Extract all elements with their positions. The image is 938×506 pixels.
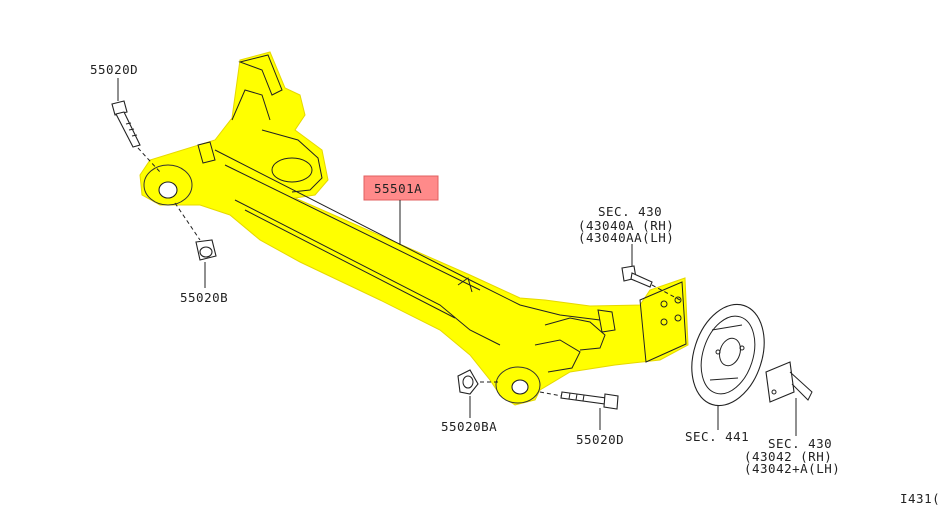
label-bolt-bottom: 55020D [576, 432, 624, 447]
label-sec441: SEC. 441 [685, 429, 749, 444]
rear-axle-beam[interactable] [139, 51, 689, 406]
label-43040a-text: 43040A (RH) [586, 218, 674, 233]
label-43042-paren: ( [744, 449, 752, 464]
label-bolt-top-left: 55020D [90, 62, 138, 77]
label-sec430-bottom: SEC. 430 [768, 436, 832, 451]
rear-axle-hub[interactable] [765, 361, 813, 403]
bushing-cap-55020ba[interactable] [457, 369, 479, 395]
bolt-55020d-bottom[interactable] [560, 391, 619, 410]
label-beam: 55501A [374, 181, 422, 196]
label-43040a: ( [578, 218, 586, 233]
label-bushing-cap: 55020BA [441, 419, 497, 434]
label-43042: 43042 (RH) [752, 449, 832, 464]
label-43042a: 43042+A(LH) [752, 461, 840, 476]
label-43040aa-paren: ( [578, 230, 586, 245]
label-sec430-top: SEC. 430 [598, 204, 662, 219]
corner-reference: I431( [900, 491, 938, 506]
bolt-55020d-top[interactable] [111, 100, 141, 148]
brake-backing-plate[interactable] [680, 295, 777, 415]
beam-callout-box[interactable] [363, 175, 439, 201]
label-43042a-paren: ( [744, 461, 752, 476]
label-nut-left: 55020B [180, 290, 228, 305]
label-43040aa: 43040AA(LH) [586, 230, 674, 245]
nut-55020b[interactable] [195, 239, 217, 261]
bolt-43040a[interactable] [621, 265, 653, 288]
